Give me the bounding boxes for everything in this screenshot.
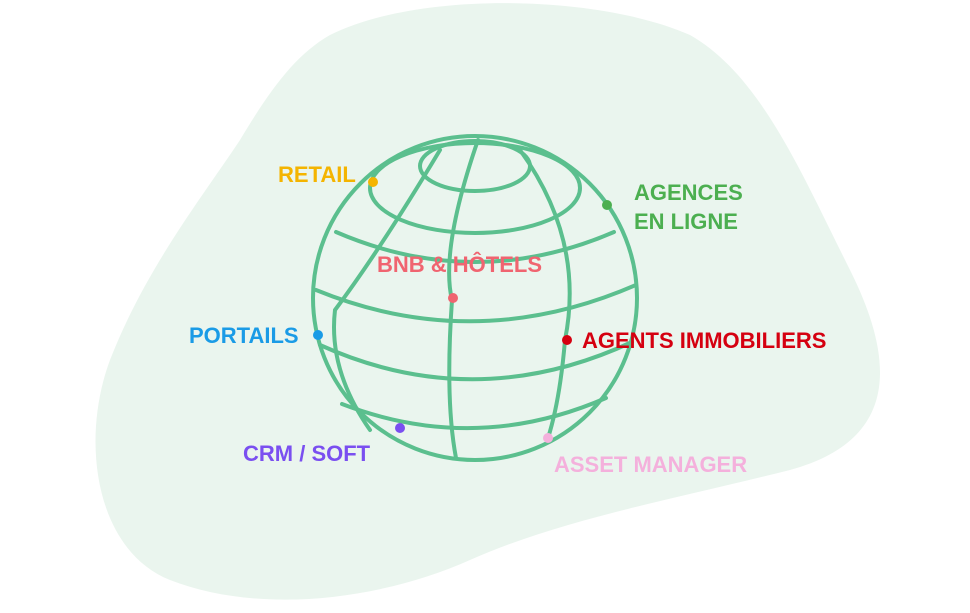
bnb-dot: [448, 293, 458, 303]
retail-dot: [368, 177, 378, 187]
crm-dot: [395, 423, 405, 433]
agents-label: AGENTS IMMOBILIERS: [582, 328, 826, 353]
agences-label-line2: EN LIGNE: [634, 209, 738, 234]
background-blob: [95, 3, 881, 600]
asset-label: ASSET MANAGER: [554, 452, 747, 477]
portails-label: PORTAILS: [189, 323, 299, 348]
retail-label: RETAIL: [278, 162, 356, 187]
agences-label-line1: AGENCES: [634, 180, 743, 205]
portails-dot: [313, 330, 323, 340]
agents-dot: [562, 335, 572, 345]
agences-dot: [602, 200, 612, 210]
bnb-label: BNB & HÔTELS: [377, 252, 542, 277]
asset-dot: [543, 433, 553, 443]
crm-label: CRM / SOFT: [243, 441, 371, 466]
